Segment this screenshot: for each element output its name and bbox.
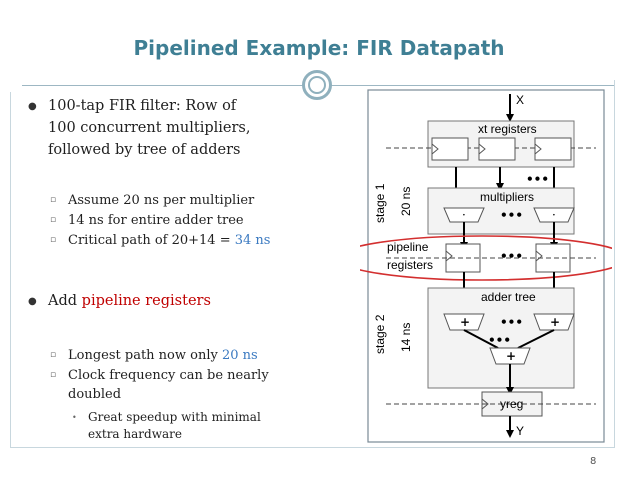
- mult-symbol-1: ·: [462, 208, 466, 222]
- adder-edge-2: [517, 329, 555, 349]
- sub-bullet-longest-path: Longest path now only 20 ns: [68, 346, 258, 365]
- bullet-2-text: Add: [48, 293, 82, 309]
- critical-path-value: 34 ns: [234, 233, 271, 248]
- adder-tree-label: adder tree: [481, 290, 536, 304]
- pipe-dots: •••: [500, 249, 523, 263]
- bottom-border: [10, 447, 615, 448]
- xt-reg-3: [534, 137, 572, 161]
- xt-reg-2: [478, 137, 516, 161]
- xt-registers-label: xt registers: [478, 122, 537, 136]
- sub-bullet-marker: ▫: [50, 370, 57, 380]
- sub-bullet-marker: ▫: [50, 215, 57, 225]
- bullet-marker: ●: [28, 101, 37, 112]
- page-number: 8: [590, 456, 597, 467]
- adder-edge-1: [463, 329, 499, 349]
- stage1-time: 20 ns: [399, 187, 413, 216]
- stage2-time: 14 ns: [399, 323, 413, 352]
- sub-bullet-multiplier: Assume 20 ns per multiplier: [68, 193, 255, 208]
- add-symbol-final: +: [506, 349, 516, 363]
- subsub-bullet-marker: •: [72, 413, 77, 422]
- pipe-clk-2: [535, 250, 543, 262]
- fir-datapath-diagram: X xt registers ••• multipliers · · ••• s…: [360, 89, 612, 443]
- sub-bullet-adder: 14 ns for entire adder tree: [68, 213, 244, 228]
- stage2-label: stage 2: [373, 314, 387, 354]
- xt-reg-1: [431, 137, 469, 161]
- longest-path-text: Longest path now only: [68, 348, 222, 363]
- pipe-clk-1: [445, 250, 453, 262]
- decorative-circle-inner: [308, 76, 326, 94]
- xt-clk-2: [478, 143, 486, 155]
- adder-1: [443, 313, 485, 331]
- add-symbol-2: +: [550, 315, 560, 329]
- pipeline-highlight-ellipse: [360, 235, 612, 281]
- critical-path-text: Critical path of 20+14 =: [68, 233, 235, 248]
- bullet-1-line-2: 100 concurrent multipliers,: [48, 120, 251, 136]
- adder-dots-2: •••: [488, 333, 511, 347]
- left-border: [10, 92, 11, 448]
- adder-dots-1: •••: [500, 315, 523, 329]
- slide-title: Pipelined Example: FIR Datapath: [133, 36, 505, 60]
- multiplier-2: [533, 207, 575, 223]
- input-label: X: [516, 93, 524, 107]
- sub-bullet-marker: ▫: [50, 350, 57, 360]
- sub-bullet-marker: ▫: [50, 195, 57, 205]
- sub-bullet-clock-frequency-cont: doubled: [68, 387, 122, 402]
- subsub-bullet-line-1: Great speedup with minimal: [88, 410, 261, 424]
- sub-bullet-critical-path: Critical path of 20+14 = 34 ns: [68, 231, 270, 250]
- right-border: [614, 80, 615, 448]
- bullet-2: Add pipeline registers: [48, 290, 211, 312]
- longest-path-value: 20 ns: [221, 348, 258, 363]
- yreg-clk: [481, 398, 489, 410]
- adder-2: [533, 313, 575, 331]
- stage1-label: stage 1: [373, 183, 387, 223]
- mult-symbol-2: ·: [552, 208, 556, 222]
- multiplier-1: [443, 207, 485, 223]
- xt-dots: •••: [526, 172, 549, 186]
- sub-bullet-marker: ▫: [50, 235, 57, 245]
- yreg-label: yreg: [500, 397, 523, 411]
- bullet-1-line-3: followed by tree of adders: [48, 142, 241, 158]
- bullet-1-line-1: 100-tap FIR filter: Row of: [48, 98, 237, 114]
- mult-dots: •••: [500, 208, 523, 222]
- pipeline-label-2: registers: [387, 258, 433, 272]
- sub-bullet-clock-frequency: Clock frequency can be nearly: [68, 368, 269, 383]
- subsub-bullet-line-2: extra hardware: [88, 427, 182, 441]
- pipeline-label-1: pipeline: [387, 240, 429, 254]
- pipeline-registers-highlight: pipeline registers: [81, 293, 211, 309]
- bullet-marker: ●: [28, 296, 37, 307]
- xt-clk-3: [534, 143, 542, 155]
- add-symbol-1: +: [460, 315, 470, 329]
- output-label: Y: [516, 424, 524, 438]
- xt-clk-1: [431, 143, 439, 155]
- multipliers-label: multipliers: [480, 190, 534, 204]
- adder-final: [489, 347, 531, 365]
- adder-tree-block: [427, 287, 575, 389]
